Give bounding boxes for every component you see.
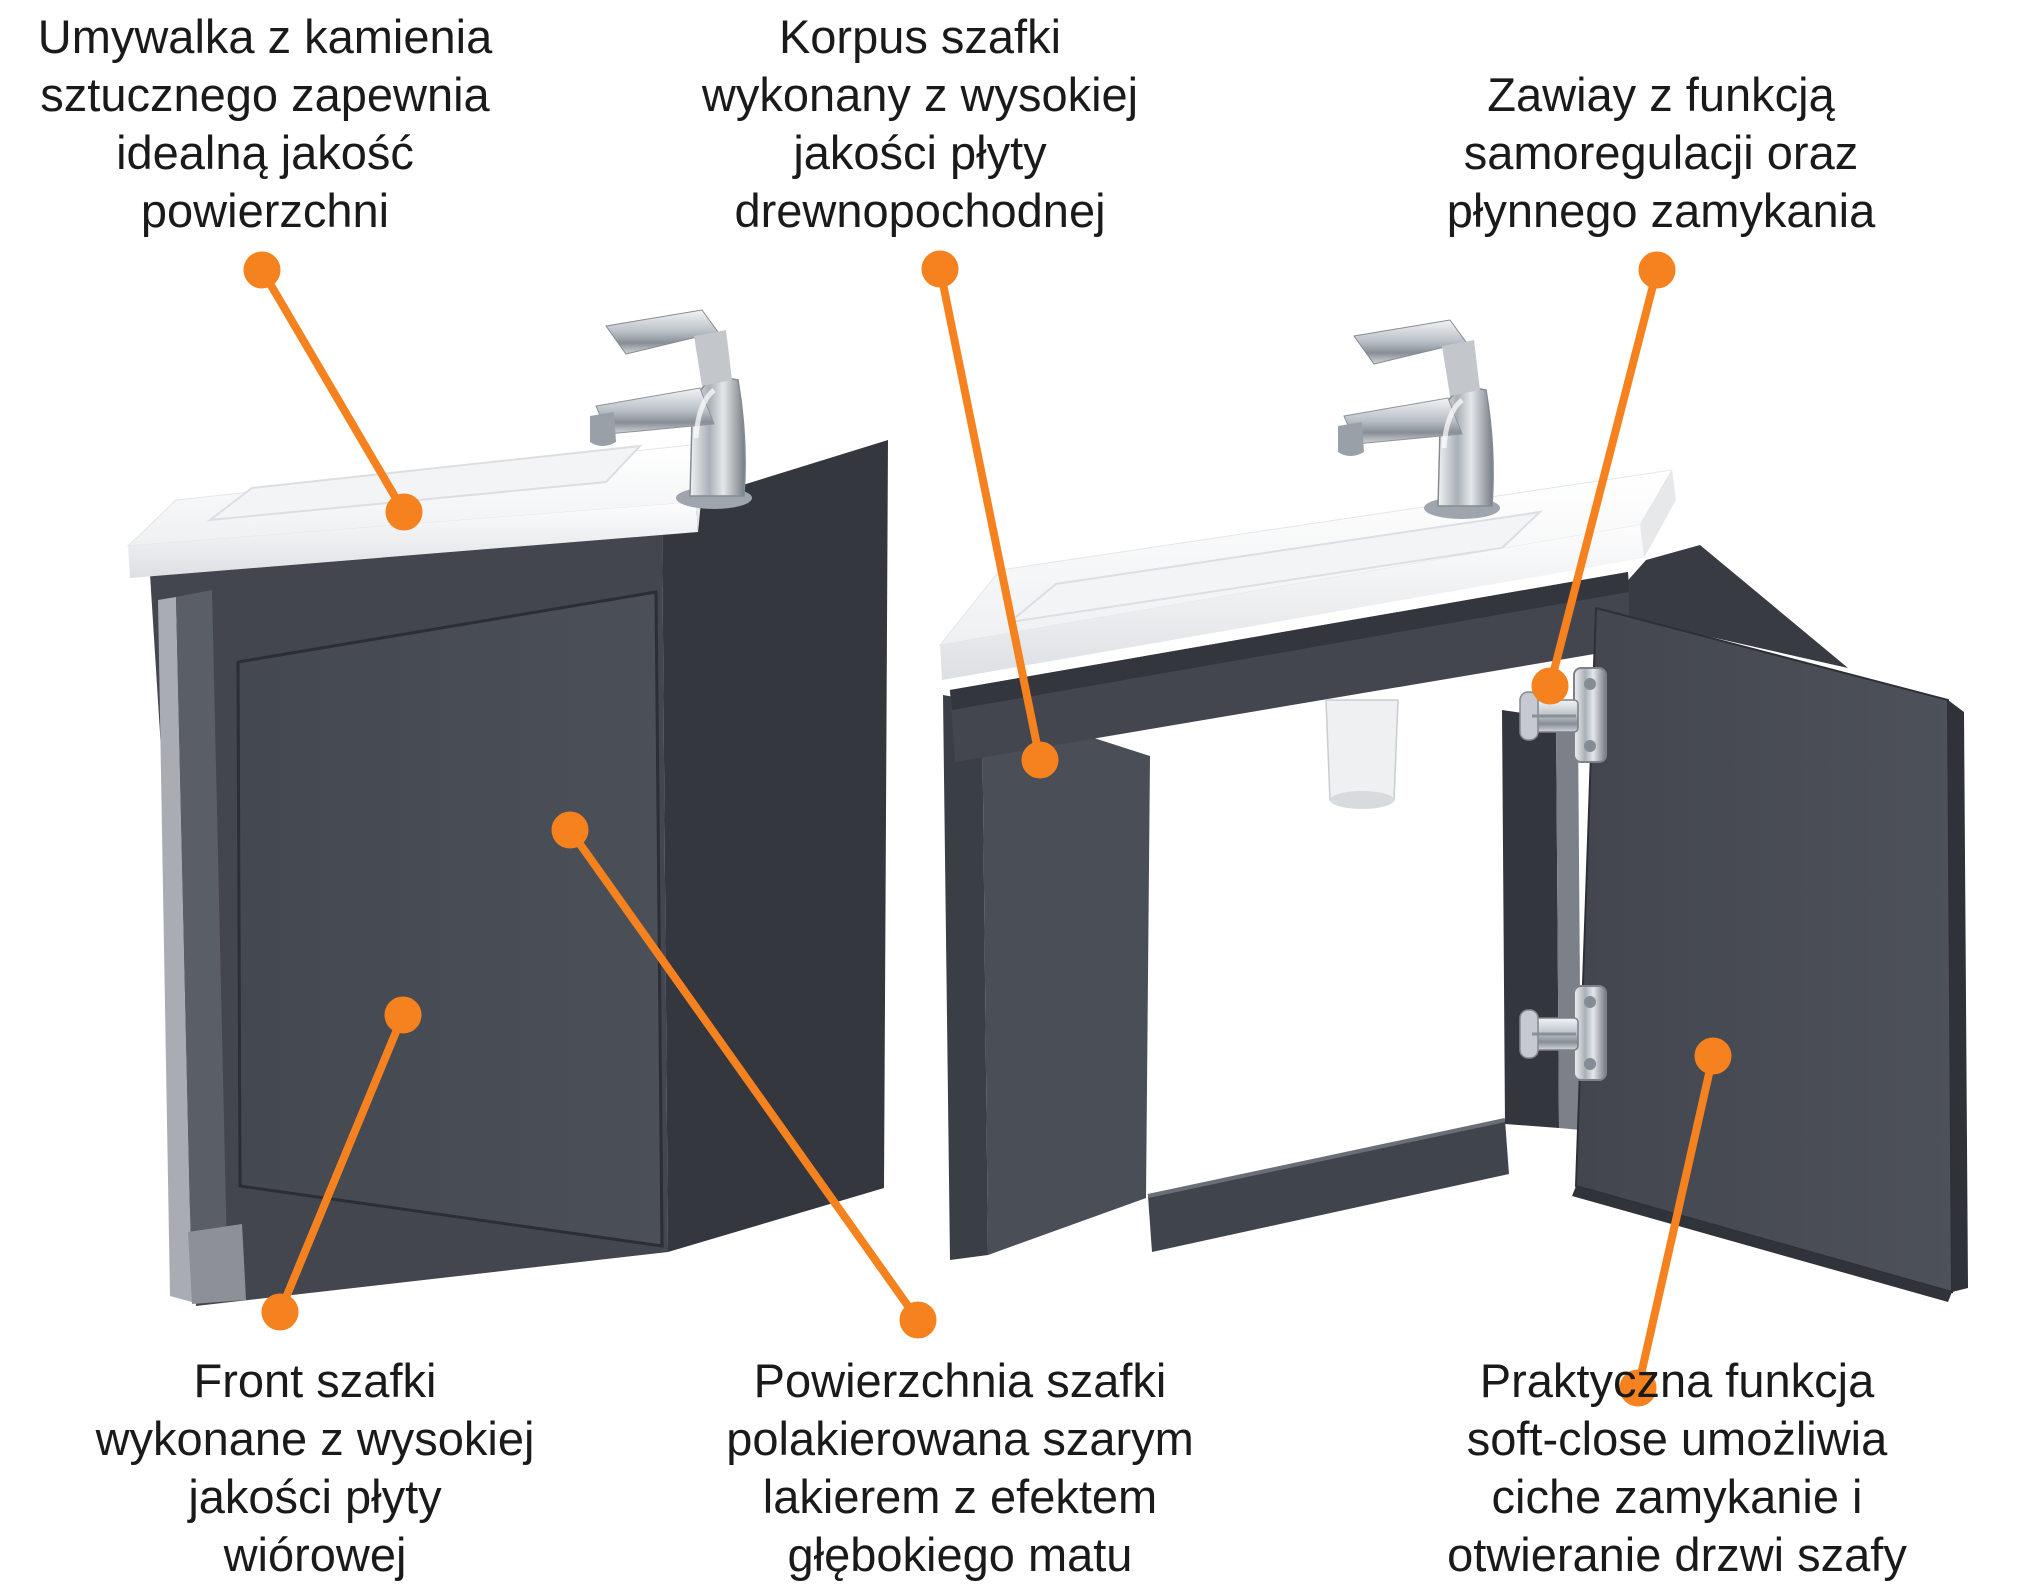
- annotation-praktyczna: Praktyczna funkcja soft-close umożliwia …: [1377, 1352, 1977, 1584]
- leader-lines: [243, 250, 1732, 1407]
- annotation-line: idealną jakość: [116, 126, 414, 179]
- annotation-line: wiórowej: [223, 1528, 407, 1581]
- leader-line-powierzchnia: [566, 827, 922, 1323]
- annotation-line: powierzchni: [140, 184, 390, 237]
- leader-line-praktyczna: [1634, 1055, 1717, 1389]
- annotation-line: Praktyczna funkcja: [1479, 1354, 1875, 1407]
- annotation-line: jakości płyty: [188, 1470, 442, 1523]
- annotation-line: Front szafki: [193, 1354, 437, 1407]
- annotation-line: wykonany z wysokiej: [701, 68, 1139, 121]
- leader-dot: [1619, 1369, 1657, 1407]
- right-cabinet-bottom-shelf: [1148, 1120, 1509, 1252]
- right-sink-front: [940, 525, 1644, 680]
- leader-dot: [243, 251, 281, 289]
- right-cabinet-open-door: [1574, 606, 1954, 1294]
- left-cabinet-foot: [188, 1224, 246, 1304]
- left-cabinet-back-edge-strip: [158, 597, 192, 1302]
- left-sink-basin: [206, 444, 643, 522]
- leader-dot: [385, 493, 423, 531]
- leader-dot: [1638, 251, 1676, 289]
- right-cabinet-top-corner: [1600, 545, 1848, 668]
- open-door-edge-right: [1948, 700, 1968, 1292]
- annotation-line: polakierowana szarym: [726, 1412, 1194, 1465]
- leader-dot: [1021, 741, 1059, 779]
- leader-dot: [899, 1301, 937, 1339]
- leader-line-korpus: [936, 268, 1044, 761]
- right-cabinet: [938, 320, 1968, 1302]
- annotation-powierzchnia: Powierzchnia szafki polakierowana szarym…: [660, 1352, 1260, 1584]
- annotation-line: samoregulacji oraz: [1463, 126, 1859, 179]
- leader-dot: [384, 996, 422, 1034]
- annotation-line: ciche zamykanie i: [1491, 1470, 1863, 1523]
- annotation-zawiasy: Zawiay z funkcją samoregulacji oraz płyn…: [1361, 66, 1961, 240]
- annotation-front: Front szafki wykonane z wysokiej jakości…: [30, 1352, 600, 1584]
- left-cabinet-left-side-sliver: [176, 590, 228, 1302]
- shelf-top-edge: [1147, 1118, 1506, 1198]
- leader-line-zawiasy: [1546, 269, 1661, 687]
- annotation-line: sztucznego zapewnia: [40, 68, 490, 121]
- leader-dot: [1694, 1037, 1732, 1075]
- left-cabinet-door: [236, 590, 664, 1248]
- annotation-korpus: Korpus szafki wykonany z wysokiej jakośc…: [680, 8, 1160, 240]
- annotation-umywalka: Umywalka z kamienia sztucznego zapewnia …: [0, 8, 530, 240]
- leader-dot: [1531, 667, 1569, 705]
- annotation-line: wykonane z wysokiej: [95, 1412, 535, 1465]
- right-cabinet-right-panel: [1502, 710, 1559, 1128]
- annotation-line: drewnopochodnej: [734, 184, 1106, 237]
- left-cabinet: [126, 310, 888, 1306]
- right-cabinet-left-panel-inner: [982, 702, 1150, 1255]
- right-sink-basin: [1006, 510, 1543, 624]
- annotation-line: głębokiego matu: [787, 1528, 1133, 1581]
- annotation-line: soft-close umożliwia: [1466, 1412, 1888, 1465]
- right-cabinet-rail-shadow: [950, 572, 1629, 710]
- leader-dot: [261, 1293, 299, 1331]
- leader-line-front: [276, 1013, 407, 1314]
- annotation-line: otwieranie drzwi szafy: [1447, 1528, 1907, 1581]
- annotation-line: lakierem z efektem: [762, 1470, 1158, 1523]
- annotation-line: płynnego zamykania: [1446, 184, 1876, 237]
- left-sink-front: [128, 502, 698, 578]
- leader-line-umywalka: [258, 267, 408, 515]
- drain-pipe: [1325, 699, 1399, 809]
- open-door-edge-bottom: [1572, 1186, 1952, 1302]
- right-cabinet-left-panel-front: [943, 695, 988, 1260]
- leader-dot: [551, 811, 589, 849]
- annotation-line: Zawiay z funkcją: [1487, 68, 1835, 121]
- right-sink-right-edge: [1640, 470, 1676, 558]
- leader-dot: [921, 250, 959, 288]
- annotation-line: Korpus szafki: [778, 10, 1062, 63]
- right-faucet: [1338, 320, 1500, 519]
- annotation-line: Powierzchnia szafki: [753, 1354, 1167, 1407]
- annotation-line: jakości płyty: [793, 126, 1047, 179]
- left-cabinet-side-panel: [662, 440, 888, 1252]
- annotation-line: Umywalka z kamienia: [37, 10, 493, 63]
